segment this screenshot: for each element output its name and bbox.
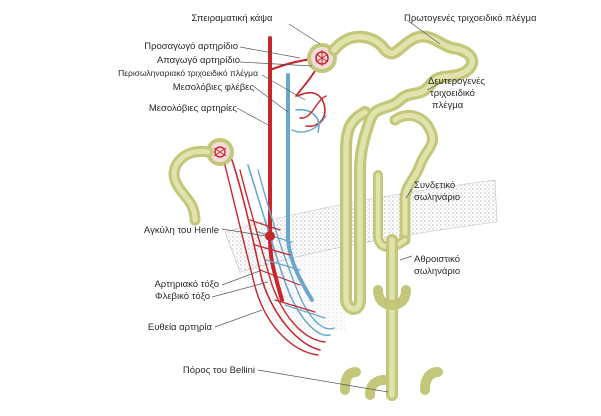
label-glomerulus: Σπειραματική κάψα [191,13,273,24]
label-secondary-plexus-1: Δευτερογενές [428,76,485,87]
label-secondary-plexus-3: πλέγμα [432,100,464,111]
label-connecting-tubule-2: σωληνάριο [414,192,460,203]
label-afferent: Προσαγωγό αρτηρίδιο [144,41,238,52]
label-henle: Αγκύλη του Henle [144,225,219,236]
label-interlobular-arteries: Μεσολόβιες αρτηρίες [149,103,238,114]
label-secondary-plexus-2: τριχοειδικό [430,88,475,99]
label-collecting-tubule-2: σωληνάριο [414,266,460,277]
peritubular-network [292,93,326,132]
label-connecting-tubule-1: Συνδετικό [414,180,455,191]
label-straight-artery: Ευθεία αρτηρία [148,322,213,333]
label-arcuate-artery: Αρτηριακό τόξο [154,279,219,290]
label-arcuate-vein: Φλεβικό τόξο [155,291,210,302]
label-primary-plexus: Πρωτογενές τριχοειδικό πλέγμα [404,13,537,24]
arcuate-junction [265,231,275,241]
label-collecting-tubule-1: Αθροιστικό [414,254,460,265]
label-efferent: Απαγωγό αρτηρίδιο [157,55,240,66]
label-bellini: Πόρος του Bellini [183,365,255,376]
label-interlobular-veins: Μεσολόβιες φλέβες [173,82,255,93]
label-peritubular: Περισωληναριακό τριχοειδικό πλέγμα [118,68,258,78]
